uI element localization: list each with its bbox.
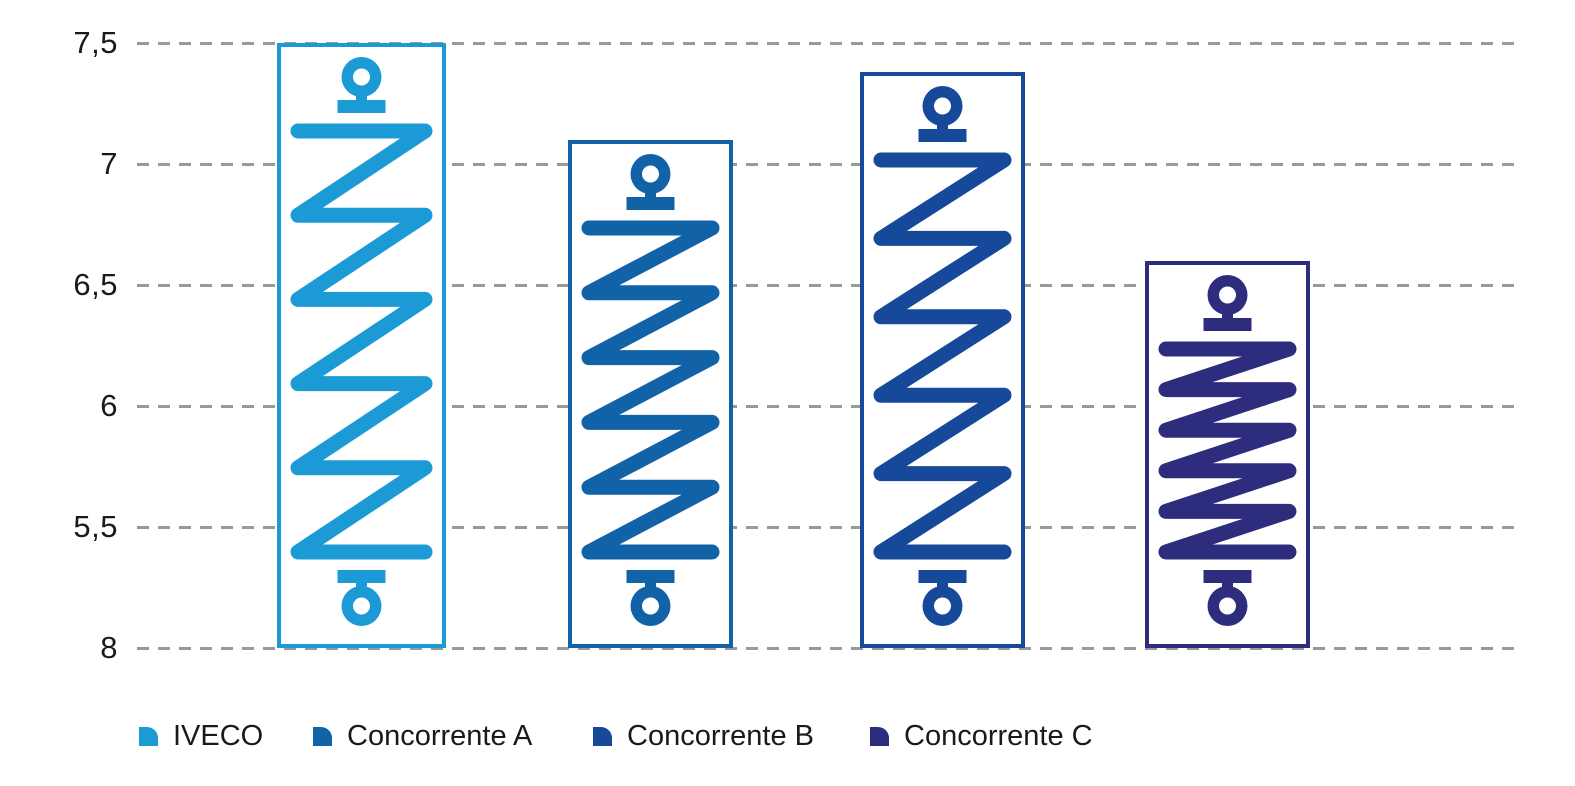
bar-iveco	[277, 43, 446, 648]
gridline	[137, 42, 1523, 45]
y-axis-tick-label: 6,5	[73, 267, 118, 302]
gridline	[137, 526, 1523, 529]
shock-absorber-icon	[290, 57, 433, 626]
gridline	[137, 163, 1523, 166]
y-axis-tick-label: 6	[100, 388, 118, 423]
y-axis-tick-label: 7	[100, 146, 118, 181]
gridline	[137, 284, 1523, 287]
y-axis-tick-label: 8	[100, 630, 118, 665]
bar-concorrente-a	[568, 140, 733, 648]
chart-legend: IVECO Concorrente A Concorrente B Concor…	[0, 718, 1575, 758]
legend-item-concorrente-c: Concorrente C	[870, 718, 1093, 754]
bar-concorrente-c	[1145, 261, 1310, 648]
legend-label: Concorrente B	[627, 719, 814, 752]
legend-item-concorrente-b: Concorrente B	[593, 718, 814, 754]
legend-swatch-iveco	[139, 726, 158, 746]
legend-swatch-concorrente-a	[313, 726, 332, 746]
shock-absorber-icon	[873, 86, 1012, 626]
legend-label: Concorrente A	[347, 719, 533, 752]
y-axis-tick-label: 7,5	[73, 25, 118, 60]
legend-swatch-concorrente-b	[593, 726, 612, 746]
gridline	[137, 647, 1523, 650]
legend-label: Concorrente C	[904, 719, 1093, 752]
legend-item-iveco: IVECO	[139, 718, 263, 754]
legend-label: IVECO	[173, 719, 264, 752]
y-axis-tick-label: 5,5	[73, 509, 118, 544]
shock-absorber-icon	[1158, 275, 1297, 626]
legend-item-concorrente-a: Concorrente A	[313, 718, 532, 754]
gridline	[137, 405, 1523, 408]
legend-swatch-concorrente-c	[870, 726, 889, 746]
shock-absorber-icon	[581, 154, 720, 626]
bar-concorrente-b	[860, 72, 1025, 648]
